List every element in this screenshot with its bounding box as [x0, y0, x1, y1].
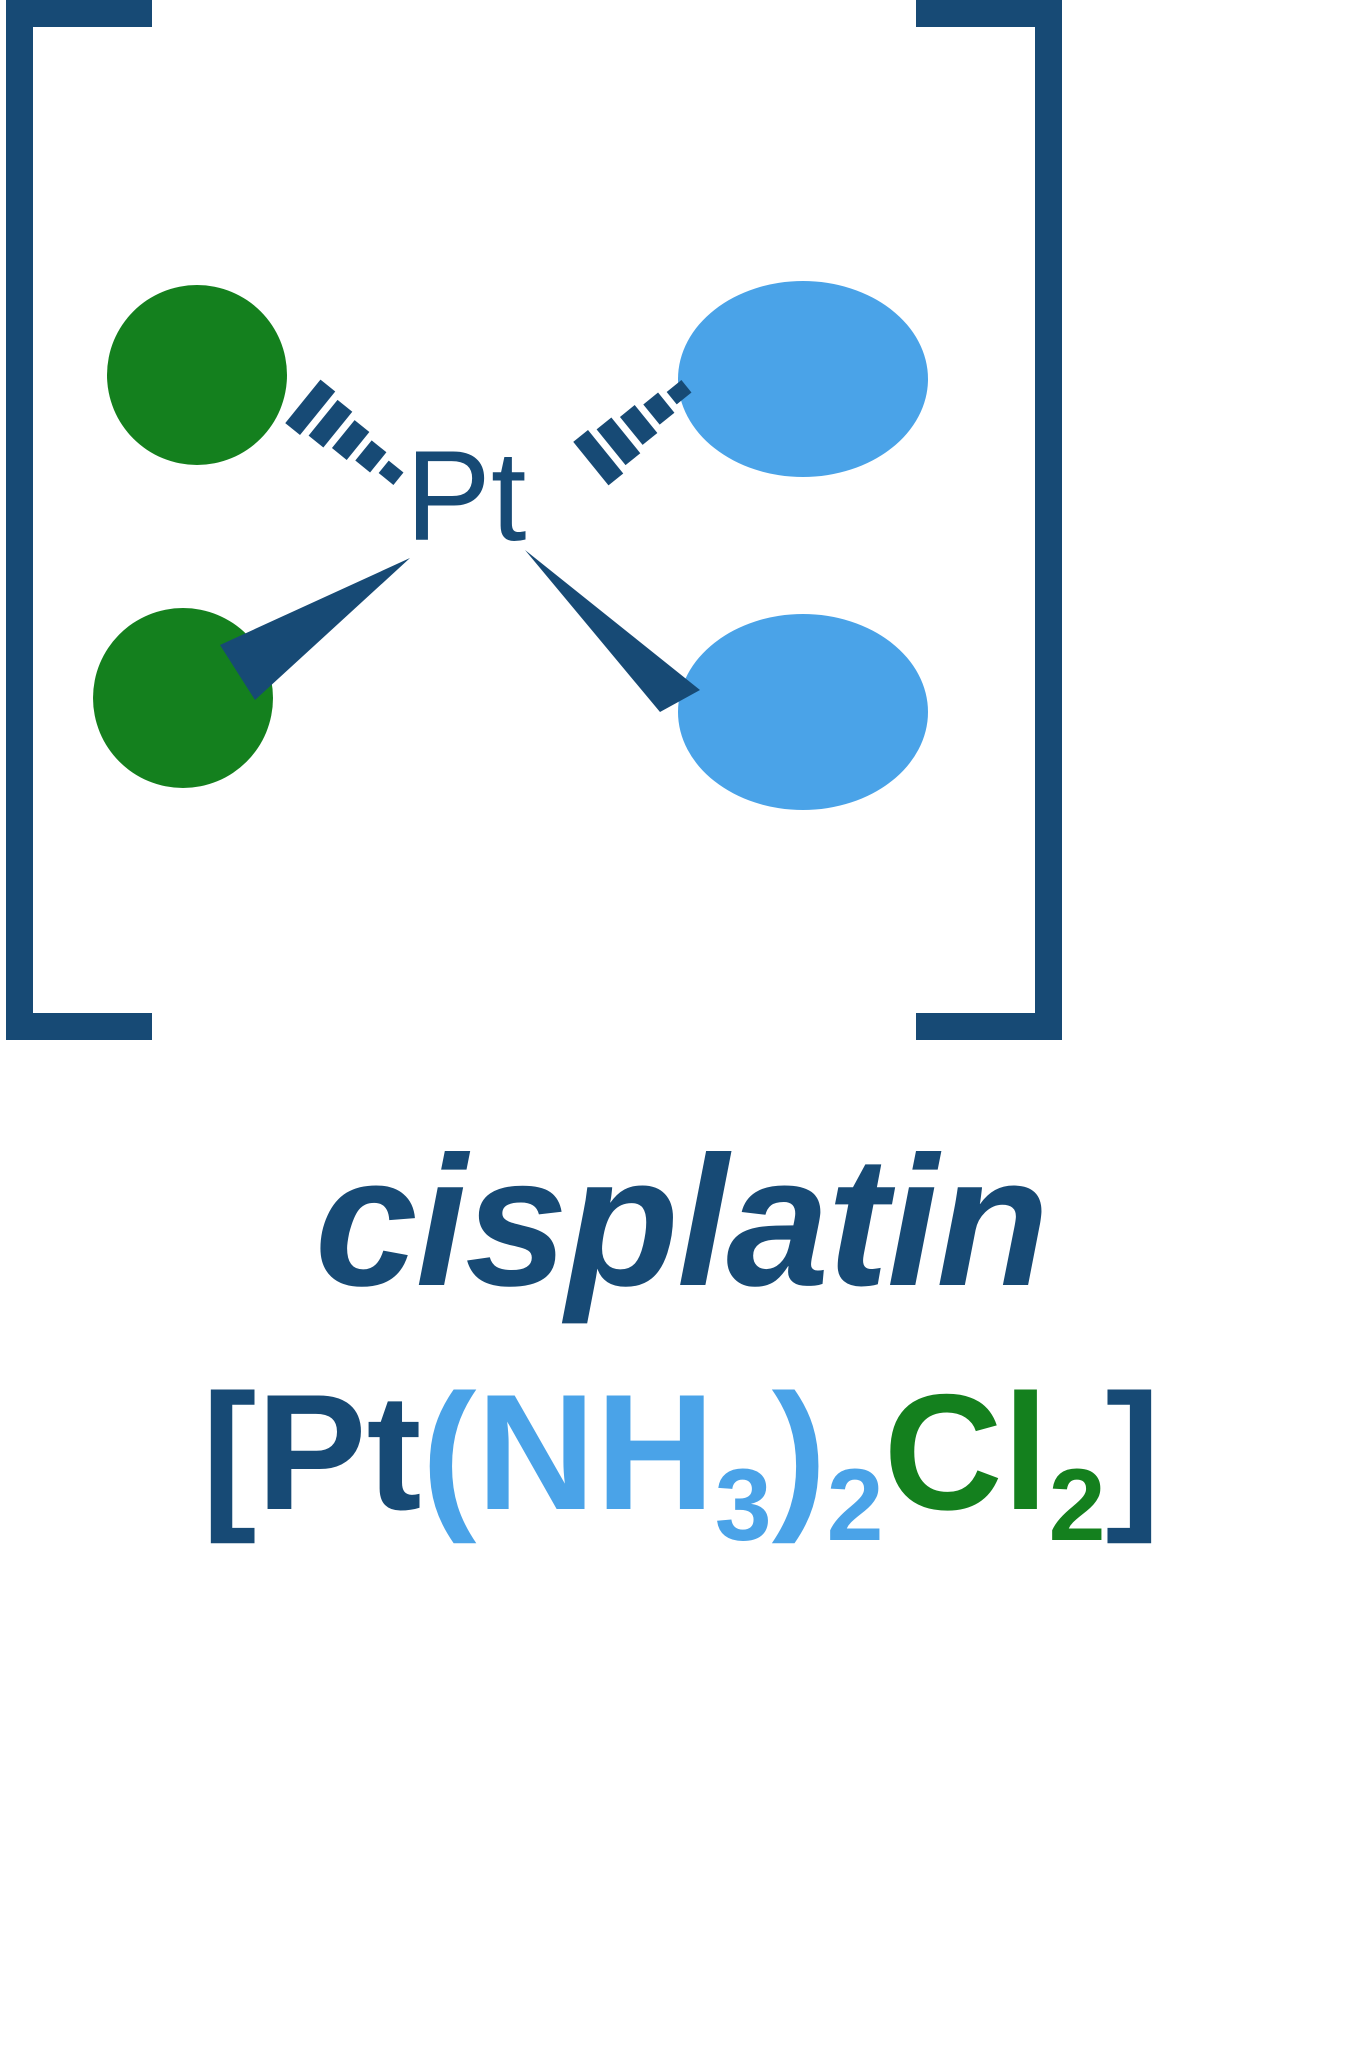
- formula-subscript-2-chloride: 2: [1048, 1446, 1106, 1562]
- formula-bracket-close: ]: [1105, 1360, 1161, 1544]
- compound-name: cisplatin: [314, 1119, 1049, 1325]
- ligand-ammine-bottom-right: [678, 614, 928, 810]
- bond-solid-wedge-bottom-right: [525, 550, 700, 712]
- formula-subscript-3: 3: [714, 1446, 772, 1562]
- bond-hashed-wedge-top-right: [573, 380, 692, 486]
- ligand-ammine-top-right: [678, 281, 928, 477]
- formula-paren-close: ): [771, 1360, 827, 1544]
- formula-paren-open: (: [421, 1360, 477, 1544]
- formula-platinum: Pt: [256, 1360, 422, 1544]
- center-atom-label: Pt: [406, 425, 527, 568]
- formula-chloride: Cl: [883, 1360, 1049, 1544]
- bond-hashed-wedge-top-left: [285, 379, 404, 485]
- chemical-formula: [Pt(NH3)2Cl2]: [0, 1370, 1362, 1556]
- cisplatin-structure-diagram: Pt: [6, 0, 1062, 1040]
- formula-ammine: NH: [476, 1360, 715, 1544]
- ligand-chloride-top-left: [107, 285, 287, 465]
- bracket-left-icon: [6, 0, 152, 1040]
- bond-solid-wedge-bottom-left: [220, 558, 410, 700]
- formula-subscript-2-ammine: 2: [826, 1446, 884, 1562]
- formula-bracket-open: [: [201, 1360, 257, 1544]
- bracket-right-icon: [916, 0, 1062, 1040]
